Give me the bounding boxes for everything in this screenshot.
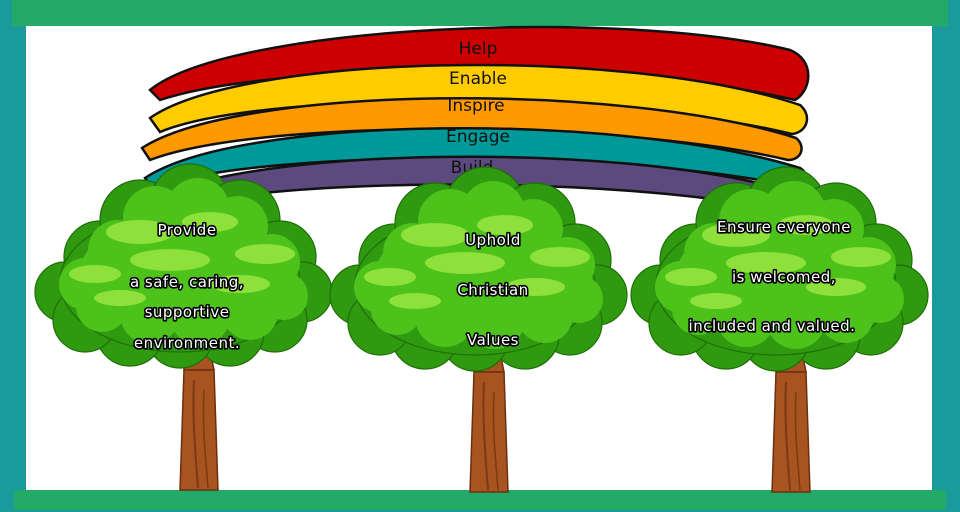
tree-text-line: environment. bbox=[134, 334, 240, 352]
tree-right: Ensure everyone is welcomed, included an… bbox=[630, 166, 929, 493]
tree-text-line: Provide bbox=[157, 221, 216, 239]
tree-text-line: included and valued. bbox=[689, 317, 856, 335]
tree-left: Provide a safe, caring, supportive envir… bbox=[34, 163, 333, 491]
arc-label-help: Help bbox=[459, 39, 498, 59]
rainbow: Help Enable Inspire Engage Build bbox=[137, 25, 810, 216]
tree-text-line: supportive bbox=[145, 303, 230, 321]
tree-center: Uphold Christian Values bbox=[329, 166, 628, 493]
top-border-strip bbox=[12, 0, 948, 26]
arc-label-inspire: Inspire bbox=[447, 96, 504, 116]
tree-text-line: a safe, caring, bbox=[130, 273, 244, 291]
arc-label-engage: Engage bbox=[446, 127, 510, 147]
tree-text-line: Uphold bbox=[465, 231, 521, 249]
tree-text-line: Ensure everyone bbox=[717, 218, 851, 236]
tree-text-line: Values bbox=[467, 331, 519, 349]
bottom-border-strip bbox=[14, 490, 946, 510]
arc-label-enable: Enable bbox=[449, 69, 507, 89]
tree-text-line: is welcomed, bbox=[732, 268, 836, 286]
tree-text-line: Christian bbox=[457, 281, 528, 299]
